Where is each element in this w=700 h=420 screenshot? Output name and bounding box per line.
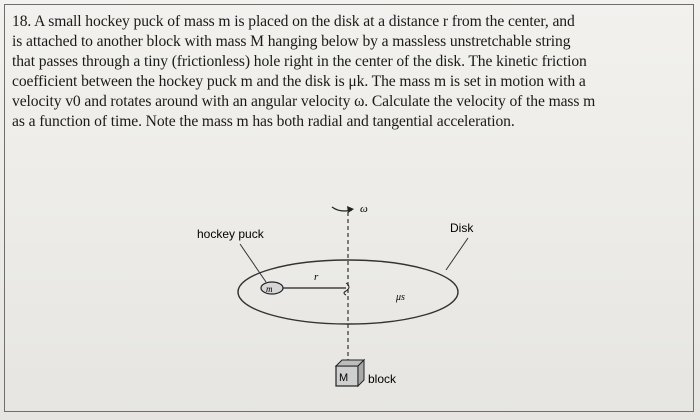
omega-arrowhead (347, 206, 354, 213)
hockey-puck-leader (239, 243, 267, 283)
disk-leader (445, 237, 469, 271)
friction-label: μs (395, 292, 405, 303)
block-mass-label: M (339, 372, 348, 384)
page-frame (4, 4, 694, 412)
problem-line: 18. A small hockey puck of mass m is pla… (12, 13, 575, 30)
problem-line: is attached to another block with mass M… (12, 33, 571, 50)
block-label: block (368, 372, 397, 386)
problem-line: that passes through a tiny (frictionless… (12, 53, 587, 70)
hanging-block-side (357, 358, 365, 388)
problem-line: coefficient between the hockey puck m an… (12, 73, 586, 90)
puck-mass-label: m (266, 284, 273, 294)
problem-text: 18. A small hockey puck of mass m is pla… (12, 12, 686, 132)
hockey-puck-label: hockey puck (197, 227, 265, 241)
disk-label: Disk (450, 221, 474, 235)
disk (237, 259, 459, 325)
radius-label: r (314, 271, 319, 283)
omega-label: ω (360, 203, 368, 215)
center-hole (343, 282, 350, 296)
problem-line: velocity v0 and rotates around with an a… (12, 93, 596, 110)
problem-line: as a function of time. Note the mass m h… (12, 113, 515, 130)
